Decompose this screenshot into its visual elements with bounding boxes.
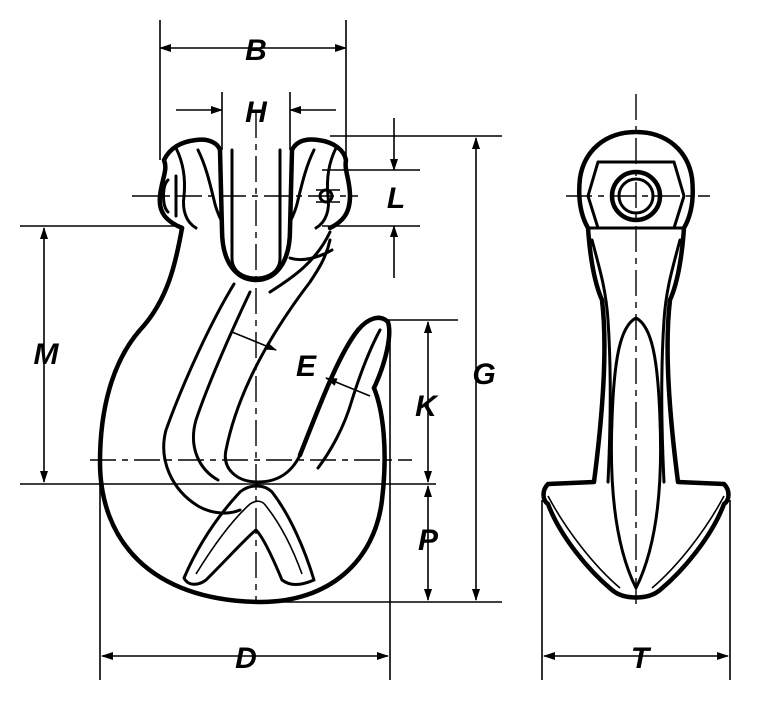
hook-shank-inner-left [162, 282, 242, 515]
label-T: T [631, 642, 652, 675]
clevis-ear-left [174, 146, 198, 230]
front-centerlines [90, 112, 412, 600]
hook-neck-right [268, 230, 332, 294]
label-B: B [245, 34, 267, 67]
hook-shank-inner-left2 [191, 290, 252, 482]
hook-gusset-outer [182, 484, 316, 586]
hook-throat-inner [223, 238, 332, 484]
clevis-head [157, 137, 353, 283]
label-E: E [296, 350, 317, 383]
label-P: P [418, 524, 439, 557]
clevis-ear-right-inner [288, 148, 316, 224]
pin-dash-right [316, 189, 340, 203]
hook-tip-inner [316, 328, 382, 470]
hook-tip [297, 315, 392, 458]
label-L: L [387, 182, 405, 215]
clevis-ear-left-inner [196, 148, 224, 224]
side-centerlines [566, 94, 710, 610]
hook-gusset-inner [195, 500, 303, 575]
label-K: K [415, 390, 439, 423]
side-inner-right [660, 238, 682, 484]
side-inner-left [590, 238, 612, 484]
dimension-lines [20, 20, 731, 680]
label-H: H [245, 96, 268, 129]
hook-front-view [97, 137, 392, 605]
hook-outer-outline [97, 225, 387, 605]
clevis-ear-right [314, 146, 338, 230]
dimension-labels: B H L M E G K P D T [34, 34, 652, 675]
hook-neck-right2 [288, 248, 334, 262]
label-G: G [472, 358, 495, 391]
label-D: D [235, 642, 257, 675]
side-lower-lines [547, 495, 725, 589]
label-M: M [34, 338, 60, 371]
